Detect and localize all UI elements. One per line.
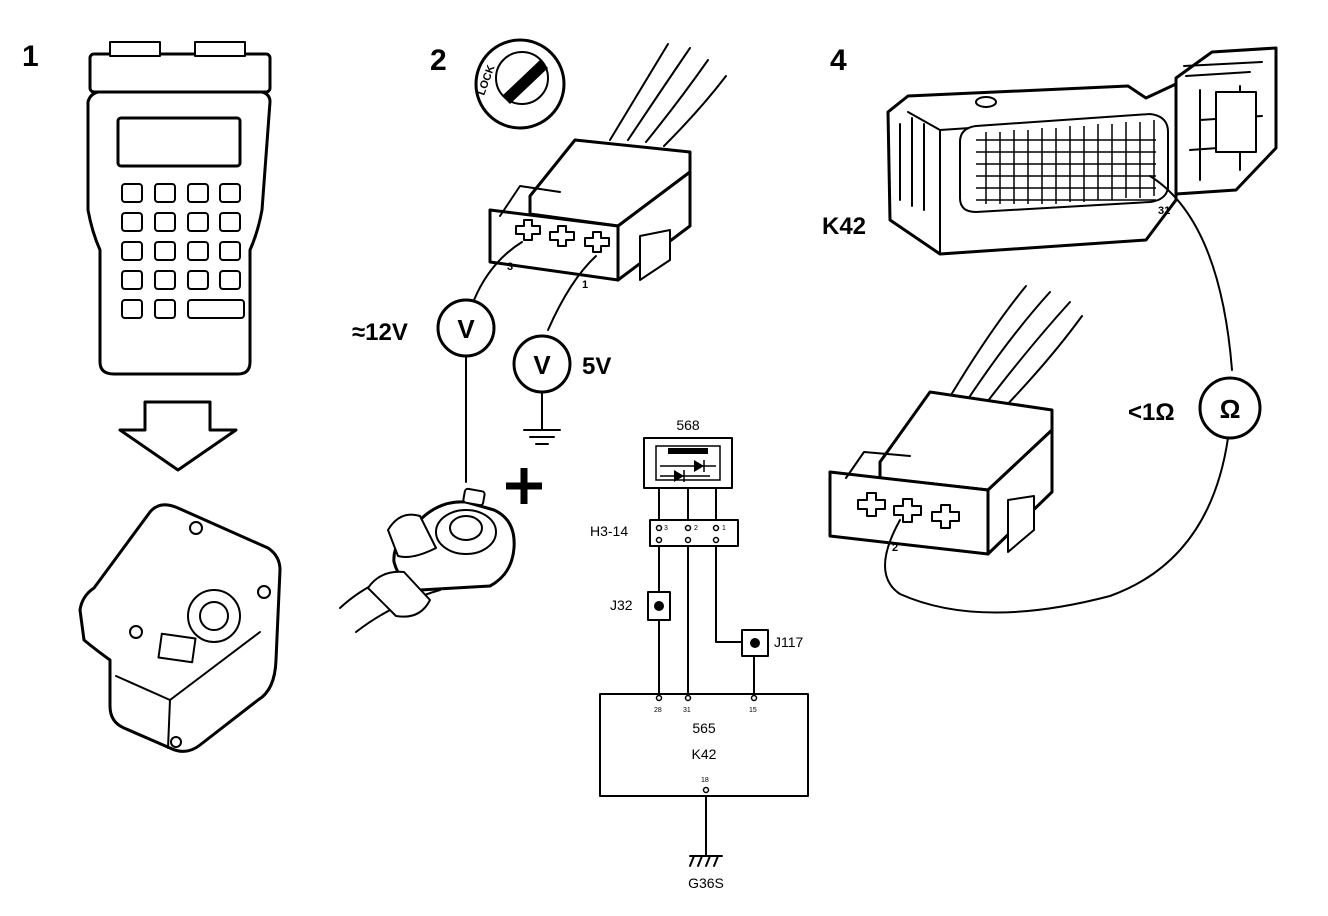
step-4-number: 4: [830, 44, 847, 77]
voltage-12v-label: ≈12V: [352, 319, 408, 346]
ground-g36s-label: G36S: [688, 875, 724, 891]
relay-label: 568: [676, 417, 700, 433]
module-name-label: K42: [692, 746, 717, 762]
wiring-schematic: 568 H3-14 3 2 1 J32 J117: [590, 417, 809, 891]
step-2-number: 2: [430, 44, 447, 77]
junction-j117-box: [741, 629, 769, 657]
ecu-pin-grid: [976, 120, 1156, 204]
connector-h3-14-label: H3-14: [590, 523, 628, 539]
module-pin-31: 31: [683, 707, 691, 714]
ecu-connector-illustration: [886, 46, 1278, 256]
sensor-connector-step2: [488, 43, 727, 282]
voltmeter-12v-symbol: V: [457, 314, 475, 344]
plus-icon: [506, 468, 542, 504]
connector-pin-3: 3: [664, 525, 668, 532]
chassis-ground-icon: [689, 855, 723, 867]
down-arrow-icon: [118, 400, 238, 472]
ignition-lock-icon: LOCK: [474, 38, 566, 130]
pin-1-label: 1: [582, 279, 588, 291]
voltmeter-12v-icon: V: [436, 298, 496, 358]
connector-pin-1: 1: [722, 525, 726, 532]
diagnostic-tester-illustration: [86, 41, 272, 376]
pin-3-label: 3: [507, 261, 513, 273]
diode-icon: [660, 460, 716, 482]
module-pin-15: 15: [749, 707, 757, 714]
voltmeter-5v-symbol: V: [533, 350, 551, 380]
module-pin-28: 28: [654, 707, 662, 714]
tester-keypad: [121, 183, 245, 319]
connector-h3-14-box: [649, 519, 739, 547]
connector-pin-2-label: 2: [892, 542, 898, 554]
ohmmeter-symbol: Ω: [1220, 394, 1241, 424]
voltage-5v-label: 5V: [582, 353, 611, 380]
connector-pin-2: 2: [694, 525, 698, 532]
junction-j32-label: J32: [610, 597, 633, 613]
ecu-k42-label: K42: [822, 213, 866, 240]
voltmeter-5v-icon: V: [512, 334, 572, 394]
battery-terminal-illustration: [339, 487, 516, 633]
resistance-label: <1Ω: [1128, 399, 1175, 426]
ground-symbol-icon: [523, 429, 561, 445]
throttle-sensor-illustration: [78, 503, 282, 753]
junction-j32-box: [647, 591, 671, 621]
ohmmeter-icon: Ω: [1198, 376, 1262, 440]
junction-j117-label: J117: [774, 634, 804, 650]
ecu-pin-31-label: 31: [1158, 205, 1170, 217]
ground-pin-label: 18: [701, 777, 709, 784]
module-id-label: 565: [692, 720, 716, 736]
step-1-number: 1: [22, 40, 39, 73]
harness-connector-step4: [828, 285, 1083, 556]
module-565-box: [599, 693, 809, 797]
